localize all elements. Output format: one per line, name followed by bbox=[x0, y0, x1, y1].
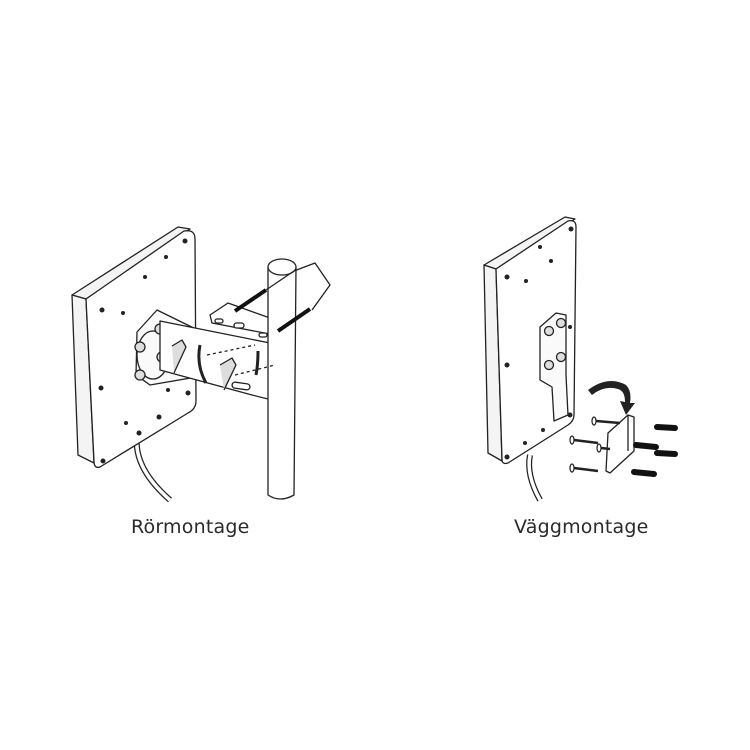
wall-mount-plate bbox=[539, 312, 569, 422]
wall-bracket bbox=[605, 414, 635, 474]
pole-mount-drawing bbox=[71, 226, 331, 503]
pole-mount-illustration bbox=[60, 215, 360, 505]
wall-mount-drawing bbox=[483, 216, 678, 502]
screws bbox=[569, 416, 621, 473]
wall-mount-illustration bbox=[470, 215, 690, 505]
pole-mount-caption: Rörmontage bbox=[131, 516, 250, 538]
wall-mount-caption: Väggmontage bbox=[514, 516, 649, 538]
nut-icon bbox=[543, 317, 567, 371]
u-bolt bbox=[233, 262, 331, 333]
pole bbox=[267, 266, 297, 500]
screw-icon bbox=[504, 226, 574, 460]
wall-plugs bbox=[631, 424, 678, 477]
rotation-arrow-icon bbox=[588, 381, 635, 415]
screw-icon bbox=[98, 238, 191, 464]
